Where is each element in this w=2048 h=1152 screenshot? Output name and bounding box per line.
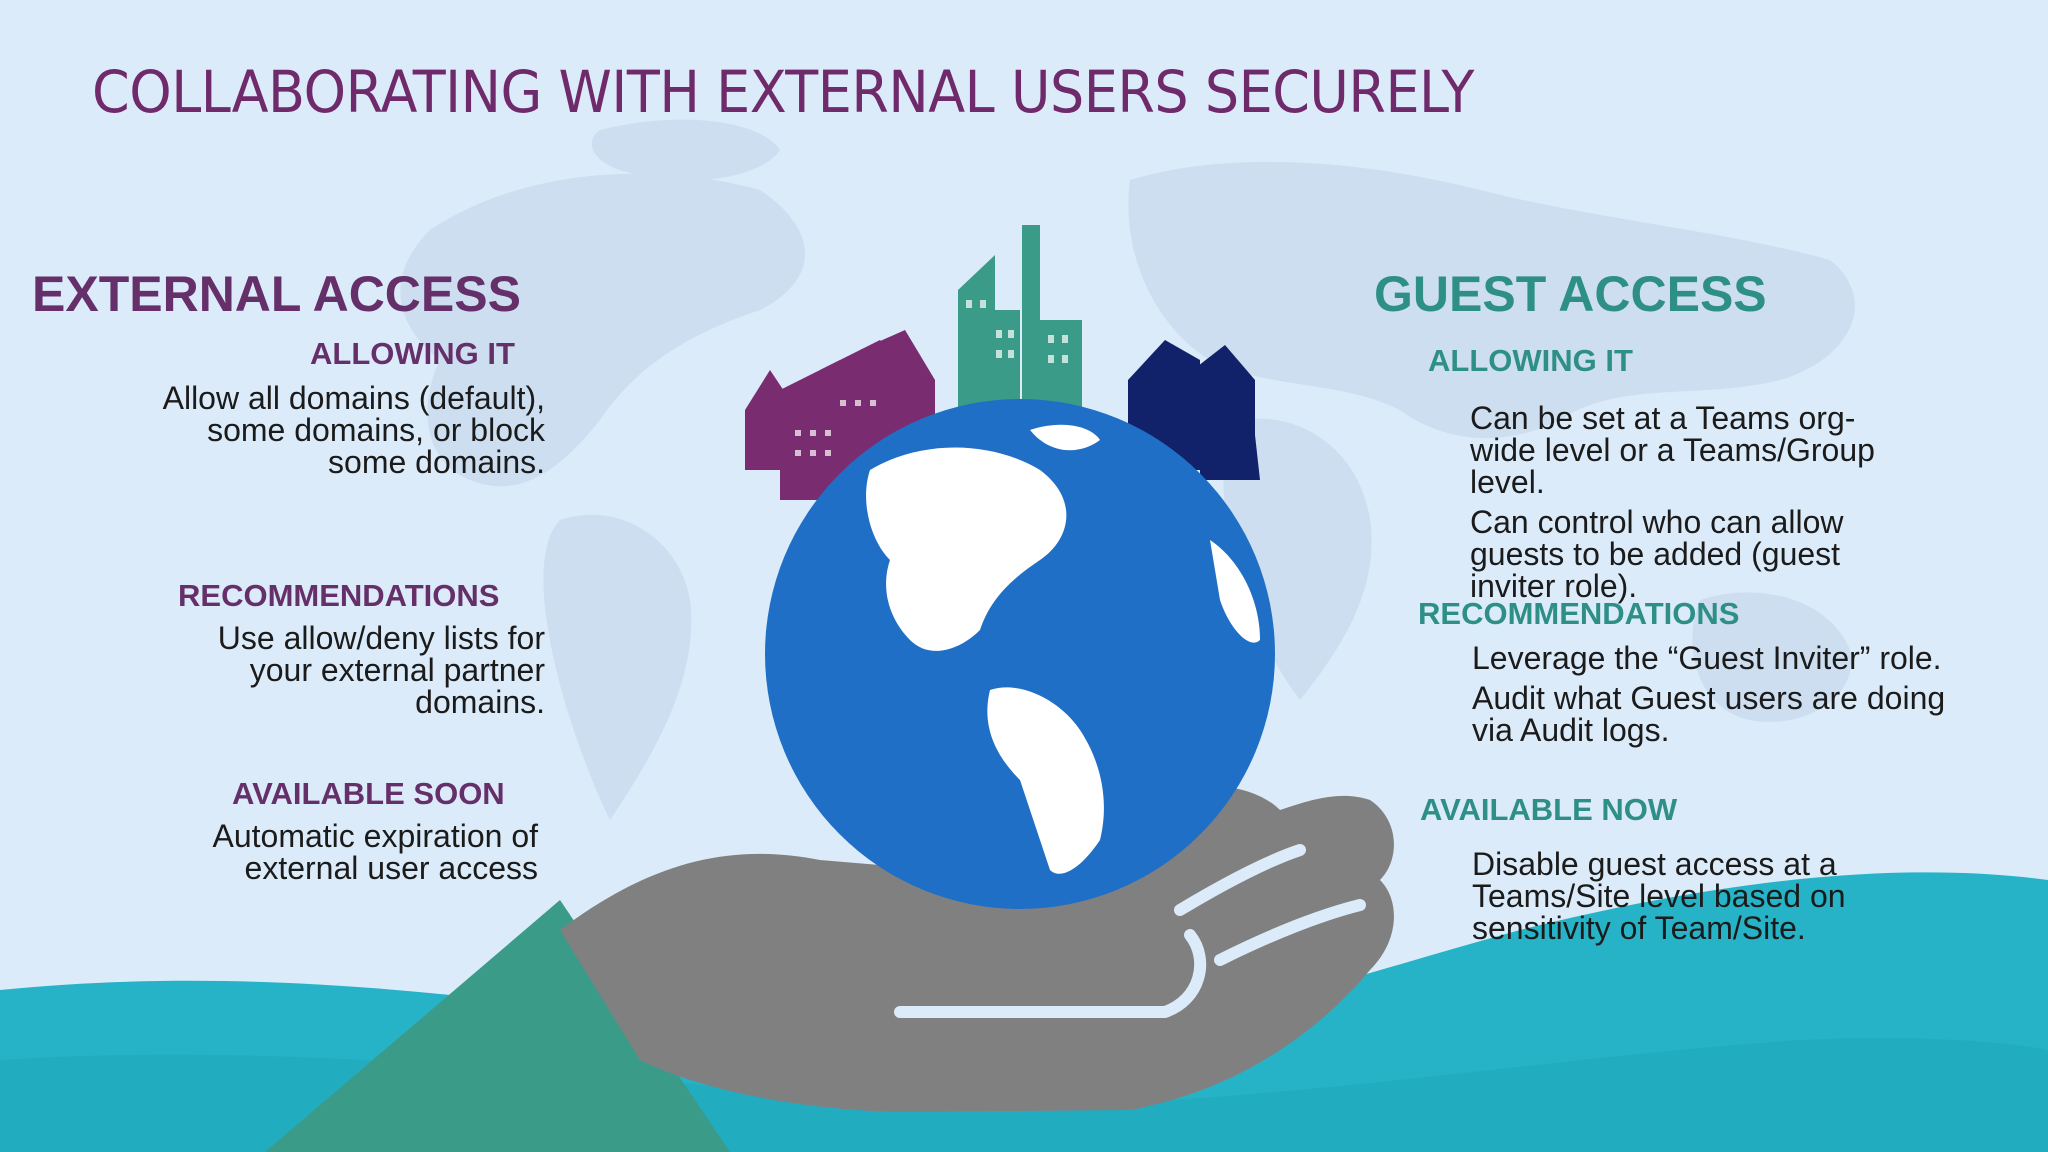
text-line: inviter role). <box>1470 568 1638 604</box>
external-recommendations-text: Use allow/deny lists for your external p… <box>100 622 545 718</box>
sleeve-shape <box>265 900 730 1152</box>
guest-available-now-text: Disable guest access at a Teams/Site lev… <box>1472 848 1846 944</box>
text-line: some domains, or block <box>207 412 545 448</box>
world-map-background <box>400 119 1855 820</box>
guest-recommendations-text-1: Leverage the “Guest Inviter” role. <box>1472 642 1942 674</box>
guest-recommendations-text-2: Audit what Guest users are doing via Aud… <box>1472 682 1945 746</box>
text-line: Can control who can allow <box>1470 504 1844 540</box>
text-line: Can be set at a Teams org- <box>1470 400 1856 436</box>
page-title: COLLABORATING WITH EXTERNAL USERS SECURE… <box>92 58 1474 126</box>
buildings-navy-icon <box>1128 340 1260 480</box>
text-line: some domains. <box>328 444 545 480</box>
text-line: sensitivity of Team/Site. <box>1472 910 1806 946</box>
text-line: level. <box>1470 464 1545 500</box>
text-line: wide level or a Teams/Group <box>1470 432 1875 468</box>
text-line: domains. <box>415 684 545 720</box>
text-line: Teams/Site level based on <box>1472 878 1846 914</box>
globe-continents <box>866 424 1260 874</box>
hand-icon <box>560 786 1394 1112</box>
external-available-soon-label: AVAILABLE SOON <box>232 776 505 811</box>
guest-allowing-text-1: Can be set at a Teams org- wide level or… <box>1470 402 1875 498</box>
text-line: your external partner <box>249 652 545 688</box>
guest-recommendations-label: RECOMMENDATIONS <box>1418 596 1740 631</box>
hand-fingers-lines <box>894 844 1366 1018</box>
external-recommendations-label: RECOMMENDATIONS <box>178 578 500 613</box>
external-allowing-text: Allow all domains (default), some domain… <box>100 382 545 478</box>
text-line: Allow all domains (default), <box>162 380 545 416</box>
guest-allowing-label: ALLOWING IT <box>1428 343 1633 378</box>
guest-available-now-label: AVAILABLE NOW <box>1420 792 1678 827</box>
guest-allowing-text-2: Can control who can allow guests to be a… <box>1470 506 1844 602</box>
text-line: Automatic expiration of <box>212 818 539 854</box>
text-line: Disable guest access at a <box>1472 846 1837 882</box>
buildings-teal-icon <box>958 225 1082 410</box>
text-line: via Audit logs. <box>1472 712 1670 748</box>
text-line: external user access <box>244 850 538 886</box>
text-line: Audit what Guest users are doing <box>1472 680 1946 716</box>
external-available-soon-text: Automatic expiration of external user ac… <box>100 818 539 886</box>
text-line: Use allow/deny lists for <box>217 620 545 656</box>
external-access-heading: EXTERNAL ACCESS <box>32 266 521 322</box>
guest-access-heading: GUEST ACCESS <box>1374 266 1767 322</box>
text-line: guests to be added (guest <box>1470 536 1841 572</box>
external-allowing-label: ALLOWING IT <box>310 336 515 371</box>
text-line: Leverage the “Guest Inviter” role. <box>1472 640 1942 676</box>
